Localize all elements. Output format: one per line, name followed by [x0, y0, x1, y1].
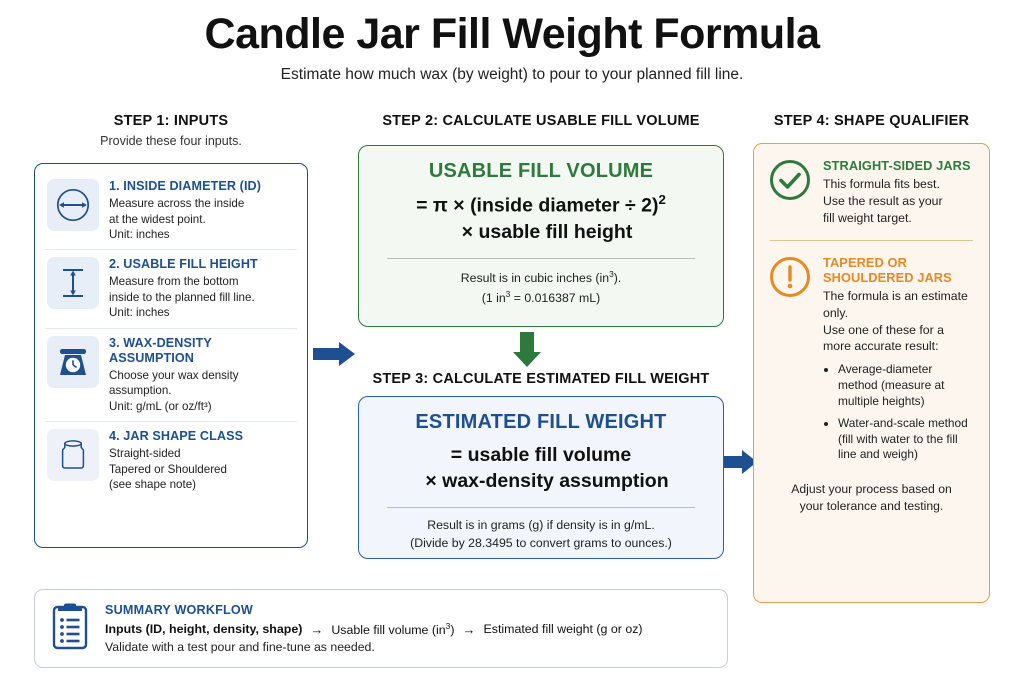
input-desc-line: Measure from the bottom	[109, 275, 239, 289]
page-subtitle: Estimate how much wax (by weight) to pou…	[280, 66, 744, 83]
shape-desc-line: The formula is an estimate	[823, 288, 968, 303]
volume-formula-text: = π × (inside diameter ÷ 2)	[416, 194, 659, 217]
input-desc-line: Tapered or Shouldered	[109, 462, 227, 476]
volume-note2-pre: (1 in	[481, 290, 506, 305]
input-desc: Straight-sided Tapered or Shouldered (se…	[109, 446, 295, 492]
shape-qualifier-panel: STRAIGHT-SIDED JARS This formula fits be…	[753, 143, 990, 603]
kitchen-scale-icon	[47, 335, 99, 388]
shape-desc-line: Use the result as your	[823, 193, 943, 208]
weight-box-note-1: Result is in grams (g) if density is in …	[427, 518, 655, 533]
vertical-height-arrow-icon	[47, 257, 99, 310]
input-title: 2. USABLE FILL HEIGHT	[109, 257, 258, 272]
summary-title: SUMMARY WORKFLOW	[105, 602, 254, 617]
weight-box-title: ESTIMATED FILL WEIGHT	[415, 411, 667, 433]
weight-box-divider	[387, 507, 695, 509]
volume-formula-line-2: × usable fill height	[461, 220, 633, 243]
summary-step2-pre: Usable fill volume (in	[331, 623, 446, 638]
step2-heading: STEP 2: CALCULATE USABLE FILL VOLUME	[382, 113, 700, 129]
shape-row-tapered-shouldered: TAPERED OR SHOULDERED JARS The formula i…	[768, 255, 975, 470]
shape-desc-line: Use one of these for a	[823, 322, 944, 337]
input-row-jar-shape-class: 4. JAR SHAPE CLASS Straight-sided Tapere…	[45, 421, 297, 499]
summary-flow: Inputs (ID, height, density, shape) → Us…	[105, 621, 713, 637]
arrow-right-icon: →	[462, 621, 476, 637]
input-desc-line: inside to the planned fill line.	[109, 290, 255, 304]
shape-desc-line: more accurate result:	[823, 339, 939, 354]
circle-diameter-icon	[47, 179, 99, 231]
estimated-fill-weight-box: ESTIMATED FILL WEIGHT = usable fill volu…	[358, 396, 724, 559]
step3-heading: STEP 3: CALCULATE ESTIMATED FILL WEIGHT	[372, 371, 710, 387]
step1-heading: STEP 1: INPUTS	[113, 113, 229, 129]
input-row-wax-density: 3. WAX-DENSITY ASSUMPTION Choose your wa…	[45, 327, 297, 421]
shape-panel-divider	[770, 239, 973, 241]
input-desc-line: assumption.	[109, 384, 172, 398]
summary-step2-post: )	[450, 623, 455, 638]
volume-box-note-2: (1 in3 = 0.016387 mL)	[377, 288, 705, 308]
step4-heading: STEP 4: SHAPE QUALIFIER	[773, 113, 970, 129]
summary-flow-step-1: Inputs (ID, height, density, shape)	[105, 622, 303, 636]
input-row-inside-diameter: 1. INSIDE DIAMETER (ID) Measure across t…	[45, 172, 297, 249]
arrow-right-icon: →	[310, 621, 324, 637]
input-desc: Choose your wax density assumption. Unit…	[109, 368, 295, 414]
volume-note2-sup: 3	[505, 288, 511, 299]
input-desc-line: Unit: inches	[109, 306, 170, 320]
shape-desc-tapered-shouldered: The formula is an estimate only. Use one…	[823, 288, 975, 355]
input-desc-line: Unit: g/mL (or oz/ft³)	[109, 399, 212, 413]
connector-volume-to-weight	[512, 332, 542, 373]
input-desc-line: (see shape note)	[109, 478, 197, 492]
list-item: Average-diameter method (measure at mult…	[838, 362, 975, 409]
shape-desc-straight-sided: This formula fits best. Use the result a…	[823, 176, 975, 227]
shape-title-straight-sided: STRAIGHT-SIDED JARS	[823, 158, 971, 173]
weight-box-note-2: (Divide by 28.3495 to convert grams to o…	[410, 536, 672, 551]
shape-footer-line: Adjust your process based on	[791, 482, 952, 497]
input-desc: Measure across the inside at the widest …	[109, 196, 295, 242]
input-title: 1. INSIDE DIAMETER (ID)	[109, 179, 262, 193]
input-row-usable-fill-height: 2. USABLE FILL HEIGHT Measure from the b…	[45, 249, 297, 327]
summary-step2-sup: 3	[445, 620, 451, 631]
volume-box-divider	[387, 257, 695, 259]
shape-desc-line: This formula fits best.	[823, 177, 940, 192]
shape-row-straight-sided: STRAIGHT-SIDED JARS This formula fits be…	[768, 158, 975, 227]
volume-formula-exponent: 2	[658, 192, 666, 207]
input-desc-line: Straight-sided	[109, 447, 181, 461]
summary-flow-step-3: Estimated fill weight (g or oz)	[483, 622, 643, 636]
connector-inputs-to-volume	[313, 340, 357, 373]
summary-flow-step-2: Usable fill volume (in3)	[331, 621, 454, 637]
volume-note1-sup: 3	[609, 268, 614, 279]
input-desc: Measure from the bottom inside to the pl…	[109, 274, 295, 320]
weight-formula-line-1: = usable fill volume	[450, 444, 632, 466]
volume-note2-post: = 0.016387 mL)	[510, 290, 601, 305]
volume-note1-post: ).	[613, 270, 622, 285]
check-circle-icon	[768, 158, 812, 207]
shape-method-list: Average-diameter method (measure at mult…	[823, 362, 975, 463]
list-item: Water-and-scale method (fill with water …	[838, 416, 975, 463]
shape-desc-line: fill weight target.	[823, 210, 912, 225]
summary-workflow-panel: SUMMARY WORKFLOW Inputs (ID, height, den…	[34, 589, 728, 668]
shape-title-tapered-shouldered: TAPERED OR SHOULDERED JARS	[823, 254, 952, 285]
page-title: Candle Jar Fill Weight Formula	[204, 10, 820, 58]
summary-note: Validate with a test pour and fine-tune …	[105, 640, 375, 655]
input-desc-line: Choose your wax density	[109, 368, 239, 382]
volume-box-note-1: Result is in cubic inches (in3).	[377, 268, 705, 288]
shape-footer-line: your tolerance and testing.	[799, 498, 944, 513]
shape-desc-line: only.	[823, 305, 849, 320]
shape-panel-footer: Adjust your process based on your tolera…	[768, 481, 975, 515]
input-desc-line: Measure across the inside	[109, 197, 245, 211]
connector-weight-to-shape	[724, 448, 758, 481]
clipboard-icon	[49, 601, 91, 656]
volume-note1-pre: Result is in cubic inches (in	[460, 270, 610, 285]
input-desc-line: Unit: inches	[109, 227, 170, 241]
input-title: 3. WAX-DENSITY ASSUMPTION	[109, 335, 212, 365]
exclamation-circle-icon	[768, 255, 812, 304]
volume-box-title: USABLE FILL VOLUME	[428, 160, 654, 182]
volume-formula-line-1: = π × (inside diameter ÷ 2)2	[377, 191, 705, 219]
inputs-panel: 1. INSIDE DIAMETER (ID) Measure across t…	[34, 163, 308, 548]
input-title: 4. JAR SHAPE CLASS	[109, 429, 244, 444]
usable-fill-volume-box: USABLE FILL VOLUME = π × (inside diamete…	[358, 145, 724, 327]
step1-subtext: Provide these four inputs.	[100, 134, 242, 148]
jar-icon	[47, 429, 99, 482]
weight-formula-line-2: × wax-density assumption	[425, 470, 669, 493]
input-desc-line: at the widest point.	[109, 212, 206, 226]
